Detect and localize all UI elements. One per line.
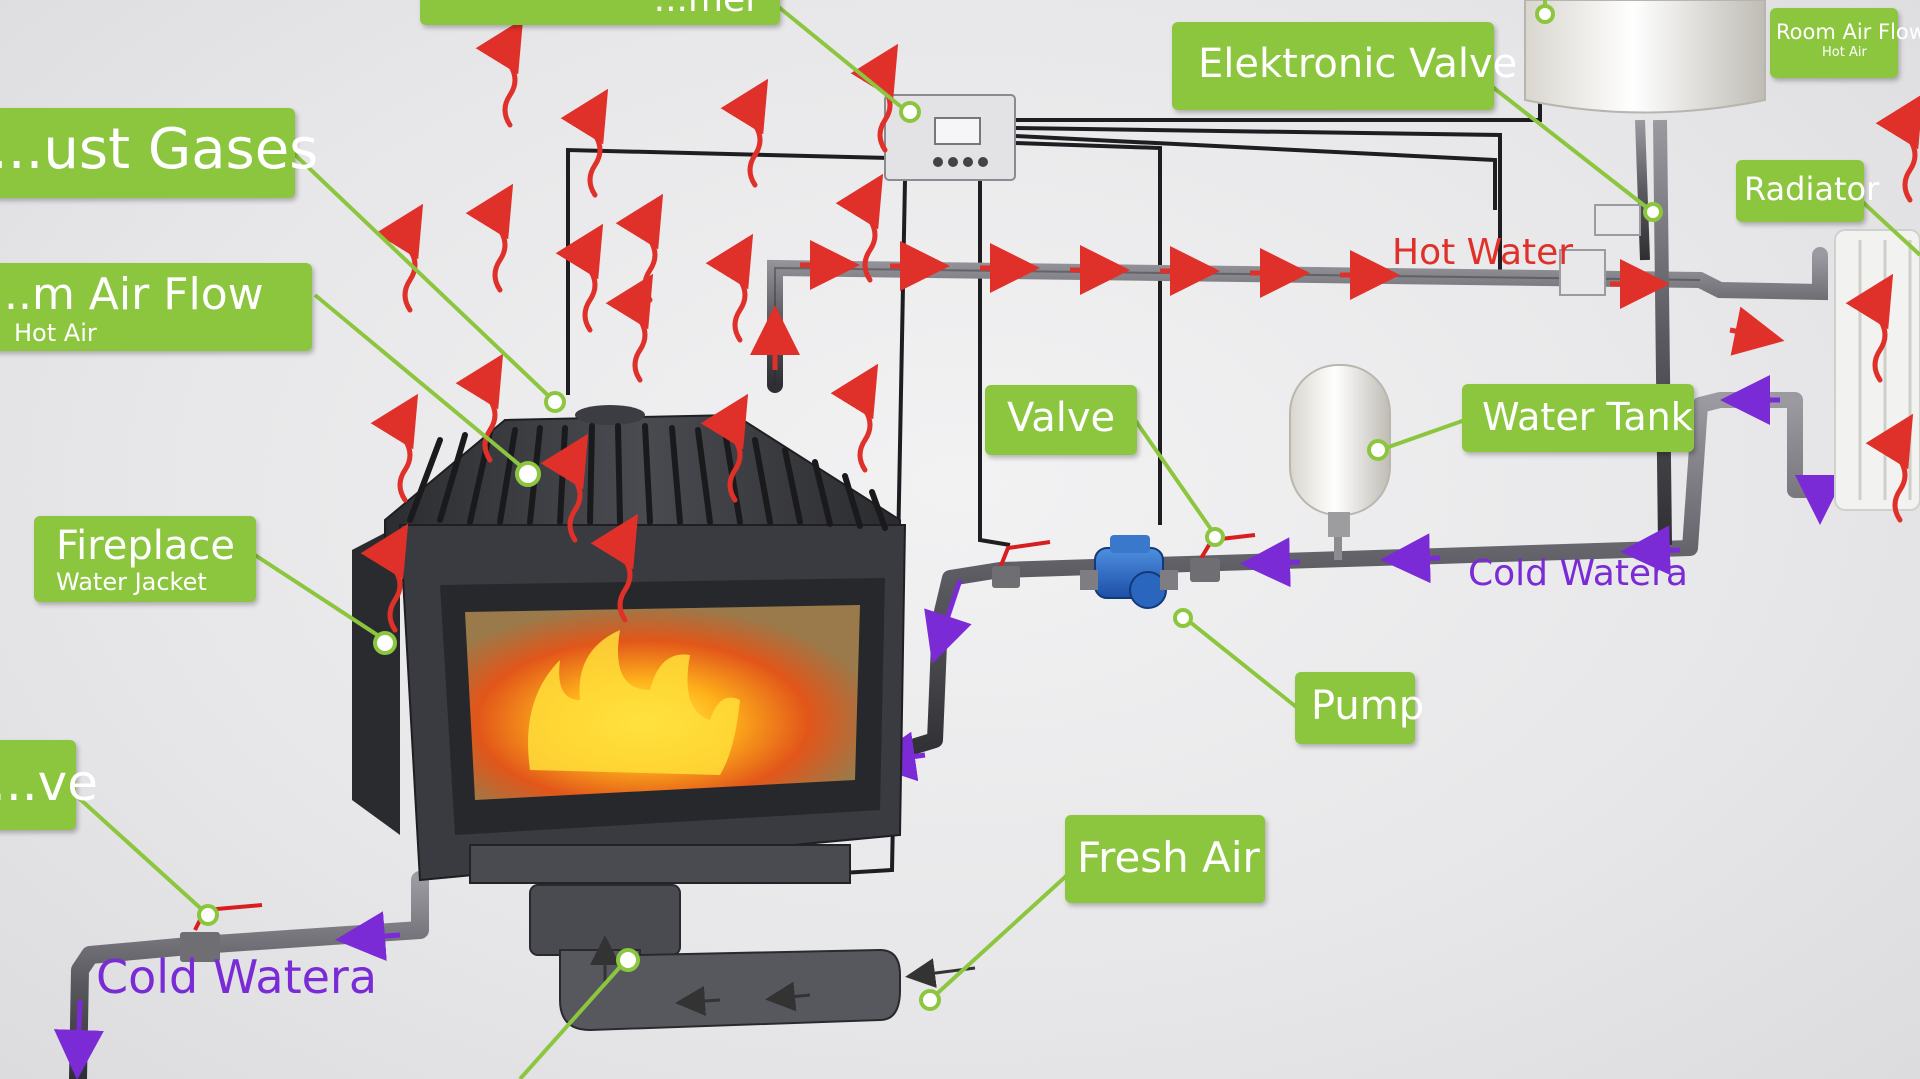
label-room-air-flow-right: Room Air Flow Hot Air bbox=[1770, 8, 1920, 78]
heat-wave-arrows bbox=[360, 18, 1920, 633]
label-fireplace: Fireplace Water Jacket bbox=[34, 516, 256, 602]
label-room-air-flow-left: ...m Air Flow Hot Air bbox=[0, 263, 312, 351]
leader-dots bbox=[197, 4, 1663, 1011]
fireplace-ribs bbox=[407, 423, 888, 531]
leader-lines bbox=[68, 0, 1920, 1079]
label-top-cut: ...mer bbox=[420, 0, 780, 25]
expansion-water-tank bbox=[1289, 364, 1391, 560]
label-valve: Valve bbox=[985, 385, 1137, 455]
valve-bodies bbox=[180, 558, 1220, 962]
pump-device bbox=[1080, 535, 1178, 609]
label-radiator: Radiator bbox=[1736, 160, 1879, 222]
boiler-tank bbox=[1524, 0, 1766, 114]
label-water-tank: Water Tank bbox=[1462, 384, 1694, 452]
cold-water-text-right: Cold Watera bbox=[1468, 553, 1688, 594]
fireplace-body bbox=[352, 405, 907, 884]
hot-flow-arrows bbox=[750, 240, 1785, 370]
elektronic-valve-device bbox=[1559, 204, 1641, 296]
label-exhaust-gases: ...ust Gases bbox=[0, 108, 318, 198]
fresh-air-duct bbox=[529, 884, 976, 1032]
label-fresh-air: Fresh Air bbox=[1065, 815, 1265, 903]
label-pump: Pump bbox=[1295, 672, 1424, 744]
label-elektronic-valve: Elektronic Valve bbox=[1172, 22, 1517, 110]
fire-flames bbox=[528, 630, 740, 775]
label-valve-left: ...ve bbox=[0, 740, 98, 830]
cold-water-pipe-left bbox=[69, 871, 429, 1079]
cold-water-text-left: Cold Watera bbox=[96, 950, 378, 1004]
hot-water-text: Hot Water bbox=[1392, 232, 1574, 273]
